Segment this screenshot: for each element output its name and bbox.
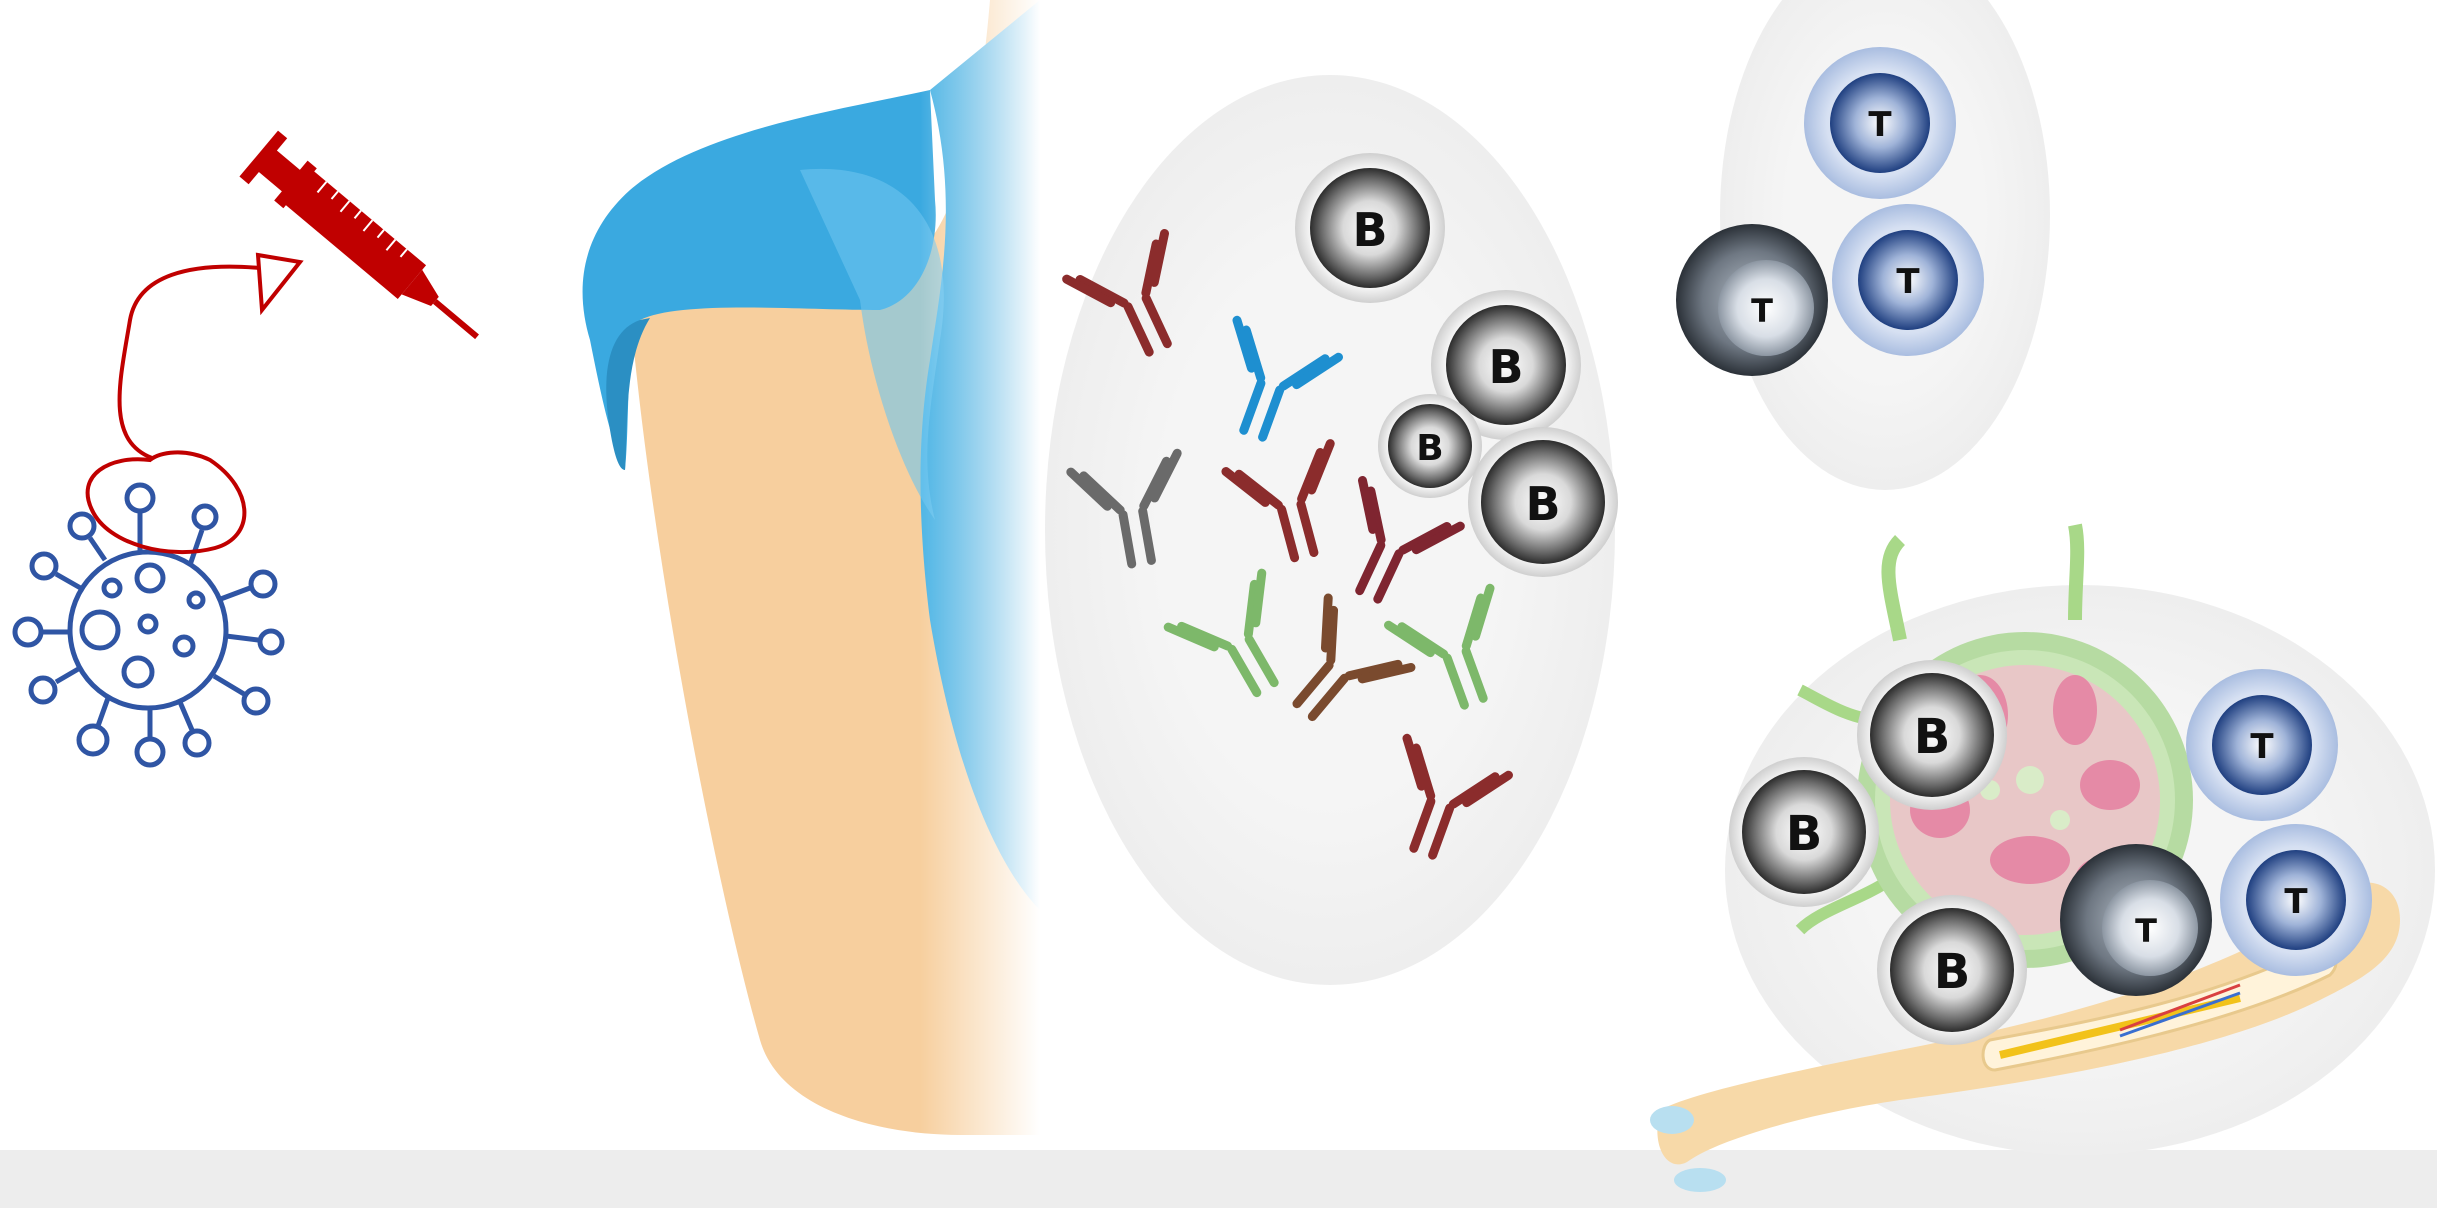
b-cell-label: B <box>1416 428 1443 469</box>
b-cell-label: B <box>1352 203 1387 257</box>
footer-bar <box>0 1150 2437 1208</box>
b-cell-label: B <box>1525 477 1560 531</box>
t-cell-label: T <box>2250 727 2274 767</box>
b-cell: B <box>1729 757 1879 907</box>
t-cell: T <box>2186 669 2338 821</box>
t-cell-label: T <box>1868 105 1892 145</box>
b-cell: B <box>1295 153 1445 303</box>
b-cell-label: B <box>1488 340 1523 394</box>
t-cell-label: T <box>2135 912 2157 950</box>
t-cell-label: T <box>1896 262 1920 302</box>
t-cell: T <box>2220 824 2372 976</box>
curved-arrow-icon <box>88 255 300 552</box>
syringe-icon <box>239 131 496 360</box>
t-cell: T <box>1832 204 1984 356</box>
b-cell: B <box>1877 895 2027 1045</box>
t-cell: T <box>2060 844 2212 996</box>
b-cell-label: B <box>1786 806 1823 862</box>
b-cell-label: B <box>1914 709 1951 765</box>
b-cell-label: B <box>1934 944 1971 1000</box>
b-cell: B <box>1378 394 1482 498</box>
b-cell: B <box>1857 660 2007 810</box>
t-cell: T <box>1676 224 1828 376</box>
lymph-node-cluster: B B B T T T <box>1650 525 2435 1192</box>
arm-illustration <box>583 0 1040 1140</box>
t-cell-label: T <box>2284 882 2308 922</box>
t-cell: T <box>1804 47 1956 199</box>
b-cell: B <box>1468 427 1618 577</box>
t-cell-cluster: T T T <box>1676 0 2050 490</box>
antibody-cluster: B B B B <box>1045 75 1618 985</box>
t-cell-label: T <box>1751 292 1773 330</box>
